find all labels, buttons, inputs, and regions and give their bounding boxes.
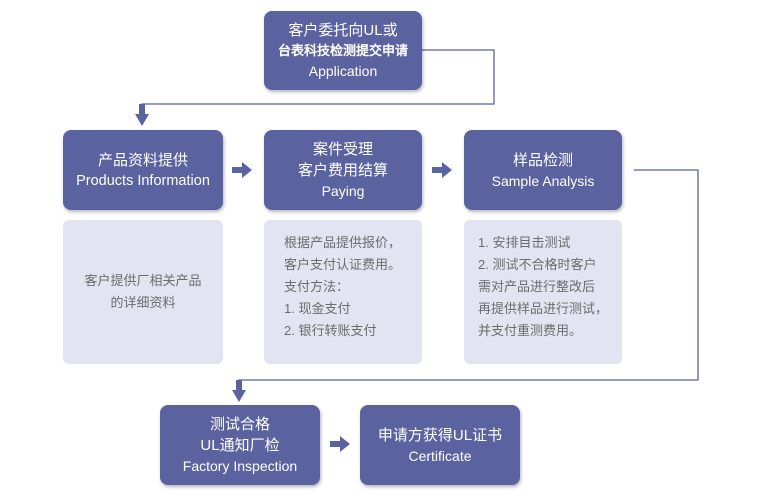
note-paying-line: 1. 现金支付 — [284, 301, 351, 316]
right-arrow-icon — [232, 162, 252, 178]
note-sample-line: 1. 安排目击测试 — [478, 235, 571, 250]
right-arrow-icon — [330, 436, 350, 452]
note-sample-line: 并支付重测费用。 — [478, 323, 583, 338]
step-products-english: Products Information — [76, 172, 210, 189]
note-paying-line: 根据产品提供报价， — [284, 235, 402, 250]
note-paying-line: 客户支付认证费用。 — [284, 257, 402, 272]
note-sample-line: 2. 测试不合格时客户 — [478, 257, 597, 272]
note-products: 客户提供厂相关产品 的详细资料 — [63, 220, 223, 364]
step-paying-english: Paying — [321, 183, 365, 199]
note-sample: 1. 安排目击测试 2. 测试不合格时客户 需对产品进行整改后 再提供样品进行测… — [464, 220, 622, 364]
step-paying-title: 案件受理 — [312, 141, 373, 158]
note-paying: 根据产品提供报价， 客户支付认证费用。 支付方法： 1. 现金支付 2. 银行转… — [264, 220, 422, 364]
note-paying-line: 2. 银行转账支付 — [284, 323, 377, 338]
step-application-title: 客户委托向UL或 — [288, 22, 398, 39]
down-arrow-icon — [232, 390, 246, 402]
step-sample-english: Sample Analysis — [491, 172, 595, 189]
step-products-title: 产品资料提供 — [97, 151, 188, 169]
down-arrow-shaft — [236, 380, 242, 392]
step-certificate-english: Certificate — [408, 447, 472, 464]
note-products-line: 的详细资料 — [110, 295, 176, 310]
step-paying-subtitle: 客户费用结算 — [297, 162, 388, 179]
down-arrow-icon — [135, 114, 149, 126]
right-arrow-icon — [432, 162, 452, 178]
step-application: 客户委托向UL或 台表科技检测提交申请 Application — [264, 11, 422, 90]
note-products-line: 客户提供厂相关产品 — [84, 273, 202, 288]
step-sample-analysis: 样品检测 Sample Analysis — [464, 130, 622, 210]
step-inspection-title: 测试合格 — [209, 416, 270, 433]
step-certificate: 申请方获得UL证书 Certificate — [360, 405, 520, 485]
step-products-information: 产品资料提供 Products Information — [63, 130, 223, 210]
step-inspection-english: Factory Inspection — [182, 458, 298, 474]
step-certificate-title: 申请方获得UL证书 — [377, 426, 503, 444]
step-inspection-subtitle: UL通知厂检 — [200, 437, 280, 454]
step-application-subtitle: 台表科技检测提交申请 — [277, 43, 408, 58]
down-arrow-shaft — [139, 104, 145, 116]
note-sample-line: 再提供样品进行测试， — [478, 301, 609, 316]
step-sample-title: 样品检测 — [512, 151, 573, 169]
note-sample-line: 需对产品进行整改后 — [478, 279, 596, 294]
note-paying-line: 支付方法： — [284, 279, 350, 294]
step-factory-inspection: 测试合格 UL通知厂检 Factory Inspection — [160, 405, 320, 485]
step-paying: 案件受理 客户费用结算 Paying — [264, 130, 422, 210]
step-application-english: Application — [308, 63, 378, 79]
